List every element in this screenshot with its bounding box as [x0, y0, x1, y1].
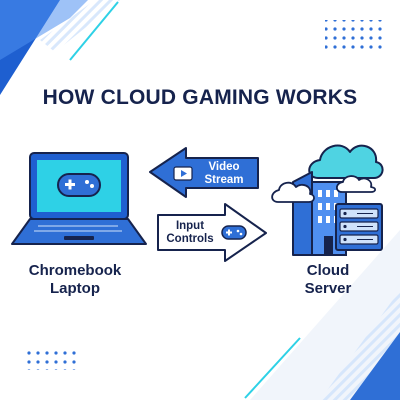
- server-caption: Cloud Server: [304, 262, 352, 297]
- cloud-icon: [335, 175, 377, 193]
- cloud-icon: [308, 144, 384, 179]
- gamepad-icon: [221, 225, 247, 240]
- video-stream-arrow: [149, 147, 259, 198]
- corner-shape-bottom-right: [350, 332, 400, 400]
- input-controls-label: Input Controls: [166, 220, 214, 245]
- page-title: HOW CLOUD GAMING WORKS: [42, 86, 358, 109]
- input-controls-arrow: [157, 203, 267, 262]
- laptop-caption: Chromebook Laptop: [28, 262, 122, 297]
- dot-grid-top-right: [325, 20, 387, 50]
- server-rack-icon: [271, 144, 384, 256]
- cloud-icon: [271, 181, 315, 203]
- server-unit: [335, 203, 383, 251]
- laptop-icon: [11, 152, 147, 245]
- dot-grid-bottom-left: [27, 350, 81, 370]
- gamepad-icon: [57, 173, 101, 197]
- video-stream-label: Video Stream: [204, 161, 244, 186]
- play-icon: [173, 166, 193, 181]
